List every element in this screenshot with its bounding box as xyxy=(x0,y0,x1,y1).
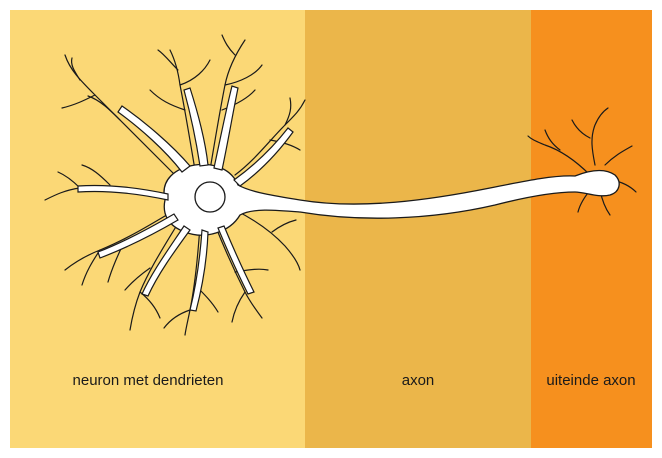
label-axon-terminal: uiteinde axon xyxy=(546,372,635,389)
label-dendrites: neuron met dendrieten xyxy=(73,372,224,389)
label-axon: axon xyxy=(402,372,435,389)
neuron-body xyxy=(164,164,619,235)
nucleus xyxy=(195,182,225,212)
